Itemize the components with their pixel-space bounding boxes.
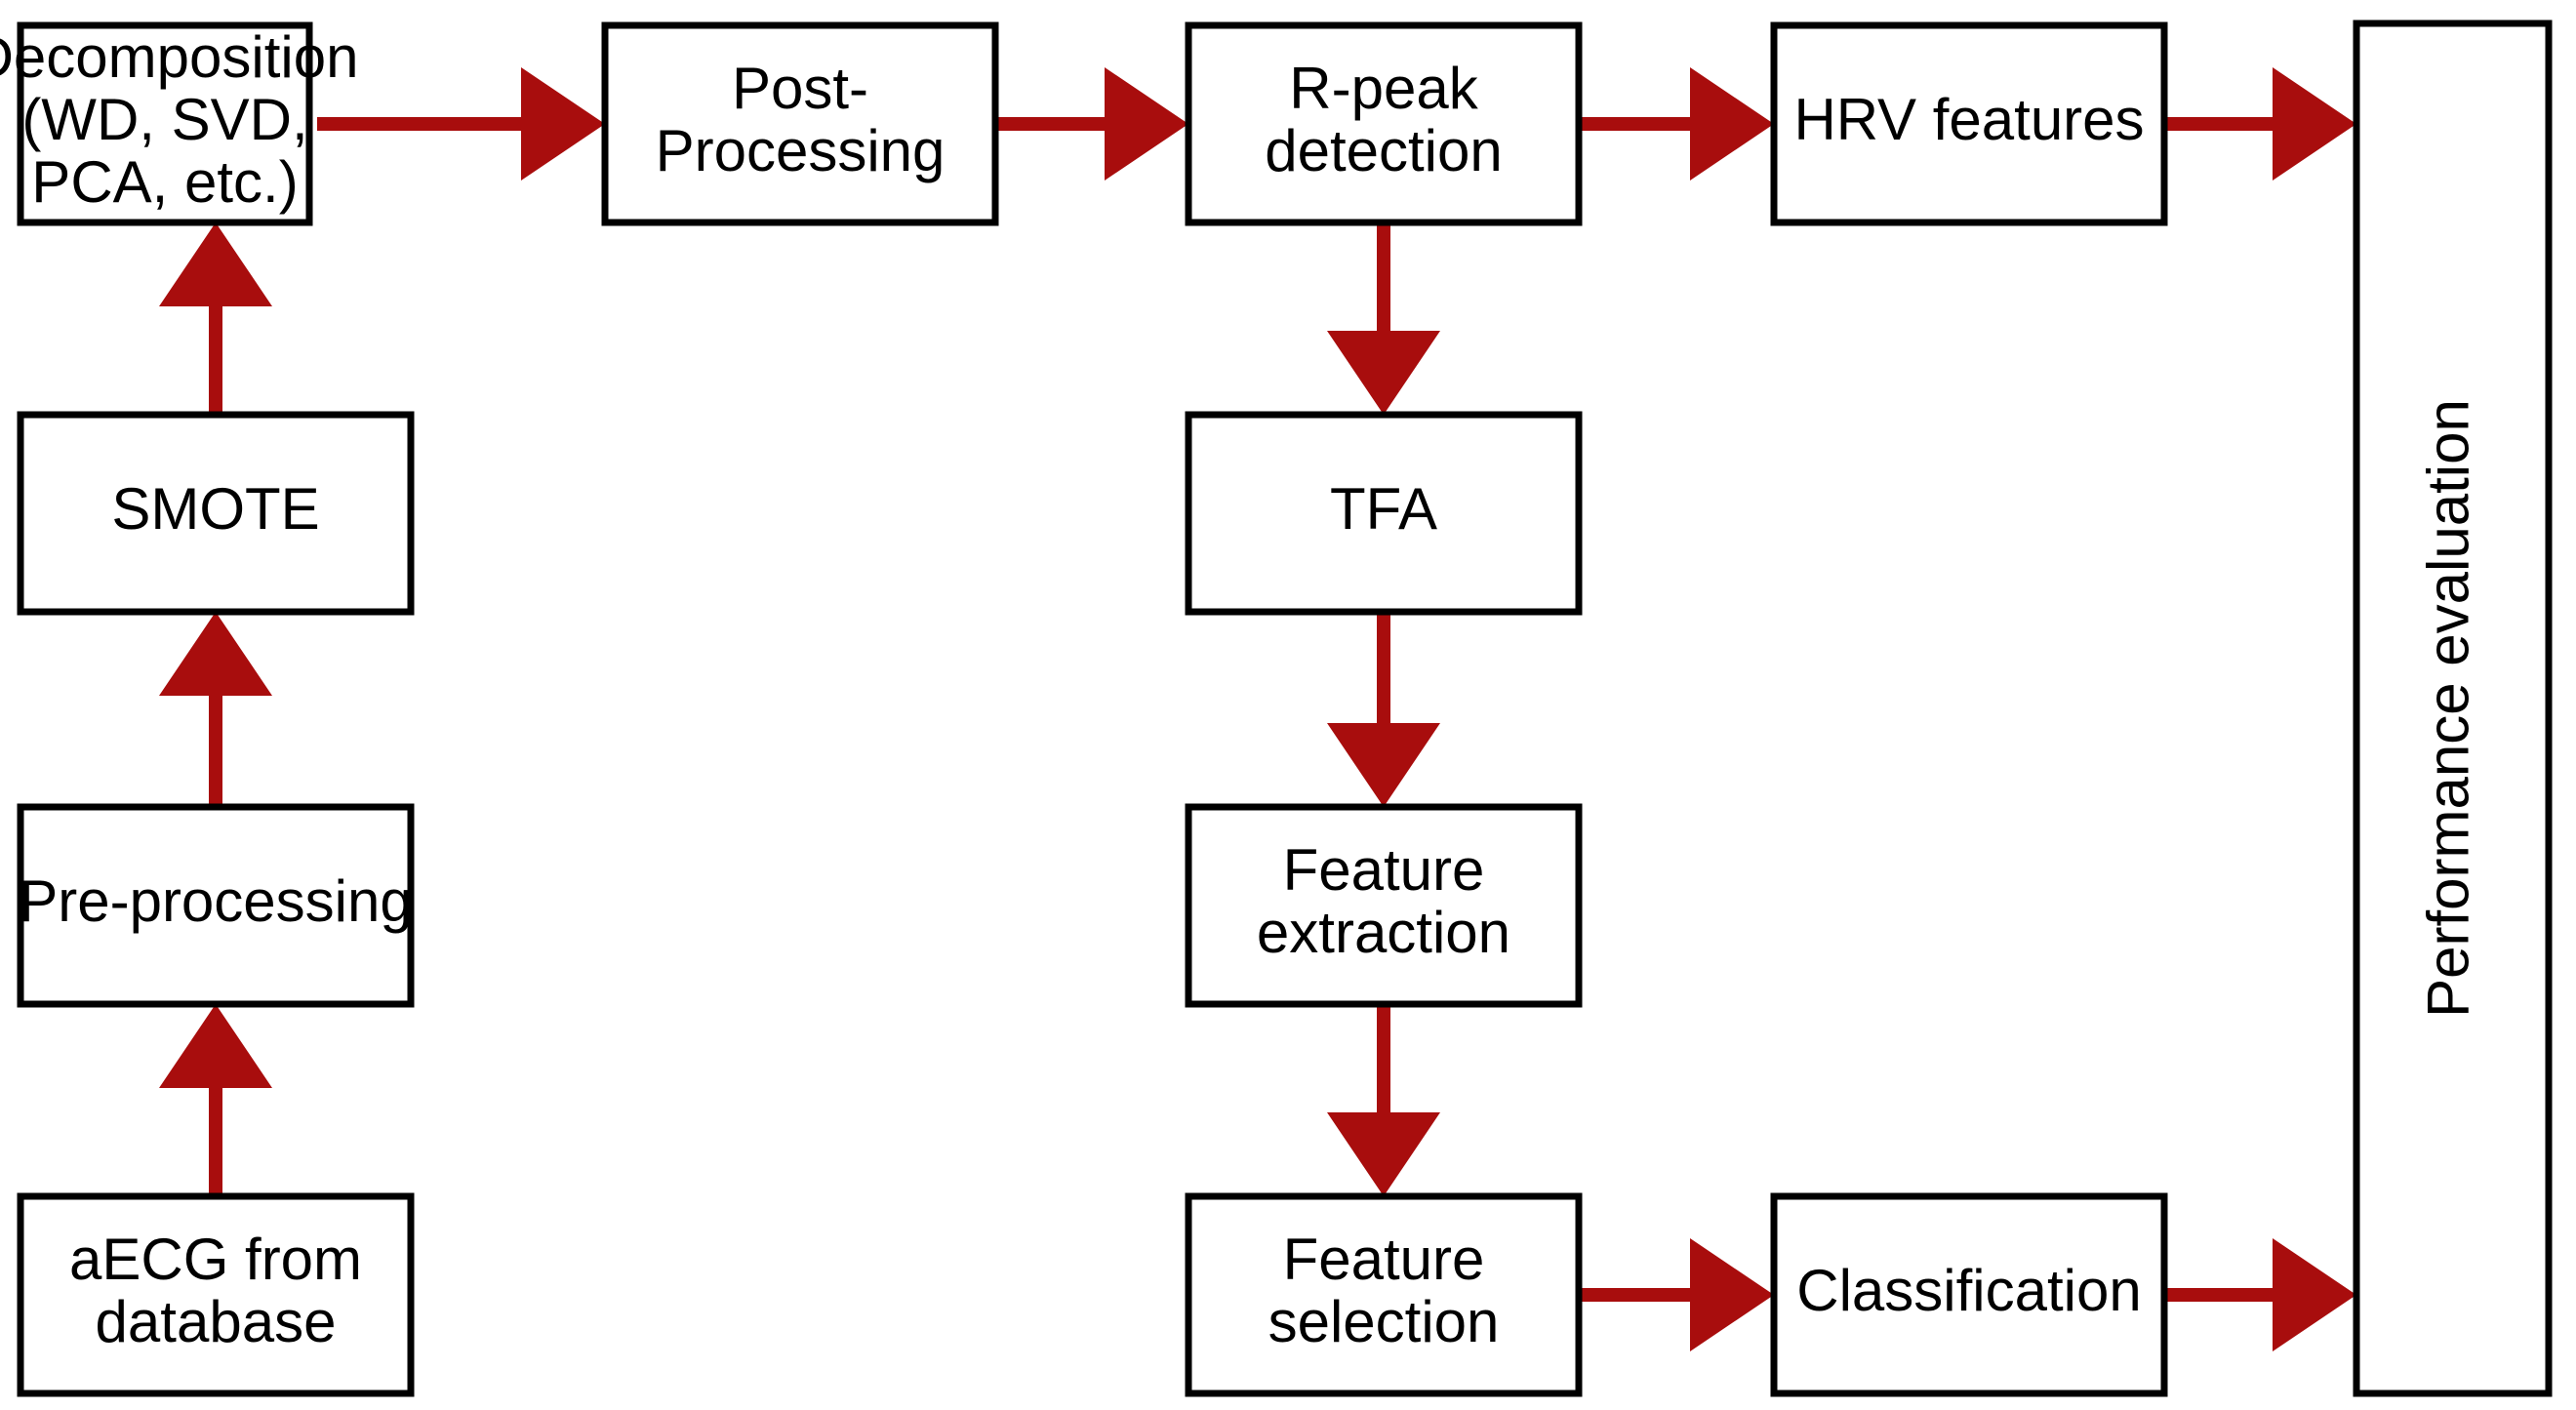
aecg-from-database-box-label-line-0: aECG from [69,1227,362,1292]
arrow-tfa-to-feature-extraction [1327,612,1440,807]
feature-selection-box-label-line-1: selection [1268,1289,1500,1354]
edges-layer [159,67,2356,1351]
classification-box-label-line-0: Classification [1796,1258,2141,1323]
arrow-classification-to-performance-evaluation [2164,1238,2356,1351]
hrv-features-box-outline [1770,21,2168,226]
arrow-pre-processing-to-smote [159,612,272,807]
pre-processing-box[interactable]: Pre-processing [17,803,415,1008]
tfa-box[interactable]: TFA [1185,411,1583,616]
decomposition-box[interactable]: Decomposition(WD, SVD,PCA, etc.) [0,21,358,226]
hrv-features-box-label-line-0: HRV features [1793,87,2144,152]
post-processing-box-outline [601,21,999,226]
pre-processing-box-label-line-0: Pre-processing [19,868,413,934]
arrow-feature-selection-to-classification [1579,1238,1774,1351]
pre-processing-box-outline [17,803,415,1008]
performance-evaluation-label: Performance evaluation [2415,399,2480,1018]
feature-selection-box-outline [1185,1192,1583,1397]
arrow-post-processing-to-r-peak-detection [995,67,1188,181]
feature-selection-box-label-line-0: Feature [1283,1227,1485,1292]
performance-evaluation-panel[interactable]: Performance evaluation [2353,20,2553,1397]
tfa-box-label-line-0: TFA [1330,476,1437,542]
arrow-hrv-features-to-performance-evaluation [2164,67,2356,181]
decomposition-box-outline [17,21,313,226]
arrow-aecg-to-pre-processing [159,1004,272,1196]
smote-box-outline [17,411,415,616]
arrow-smote-to-decomposition [159,222,272,415]
r-peak-detection-box-outline [1185,21,1583,226]
classification-box[interactable]: Classification [1770,1192,2168,1397]
classification-box-outline [1770,1192,2168,1397]
smote-box[interactable]: SMOTE [17,411,415,616]
smote-box-label-line-0: SMOTE [111,476,319,542]
aecg-from-database-box-label-line-1: database [96,1289,337,1354]
post-processing-box-label-line-1: Processing [656,118,946,183]
decomposition-box-label-line-0: Decomposition [0,24,358,90]
nodes-layer: Decomposition(WD, SVD,PCA, etc.) Post-Pro… [0,21,2168,1397]
arrow-feature-extraction-to-feature-selection [1327,1004,1440,1196]
feature-extraction-box-label-line-1: extraction [1257,900,1510,965]
feature-extraction-box-outline [1185,803,1583,1008]
r-peak-detection-box-label-line-1: detection [1265,118,1503,183]
arrow-decomposition-to-post-processing [317,67,605,181]
arrow-r-peak-detection-to-tfa [1327,222,1440,415]
panel-layer: Performance evaluation [2353,20,2553,1397]
post-processing-box[interactable]: Post-Processing [601,21,999,226]
feature-extraction-box-label-line-0: Feature [1283,837,1485,903]
r-peak-detection-box-label-line-0: R-peak [1289,56,1478,121]
performance-evaluation-panel-outline [2353,20,2553,1397]
post-processing-box-label-line-0: Post- [732,56,868,121]
aecg-from-database-box-outline [17,1192,415,1397]
arrow-r-peak-detection-to-hrv-features [1579,67,1774,181]
hrv-features-box[interactable]: HRV features [1770,21,2168,226]
decomposition-box-label-line-1: (WD, SVD, [21,87,307,152]
tfa-box-outline [1185,411,1583,616]
decomposition-box-label-line-2: PCA, etc.) [31,149,298,215]
